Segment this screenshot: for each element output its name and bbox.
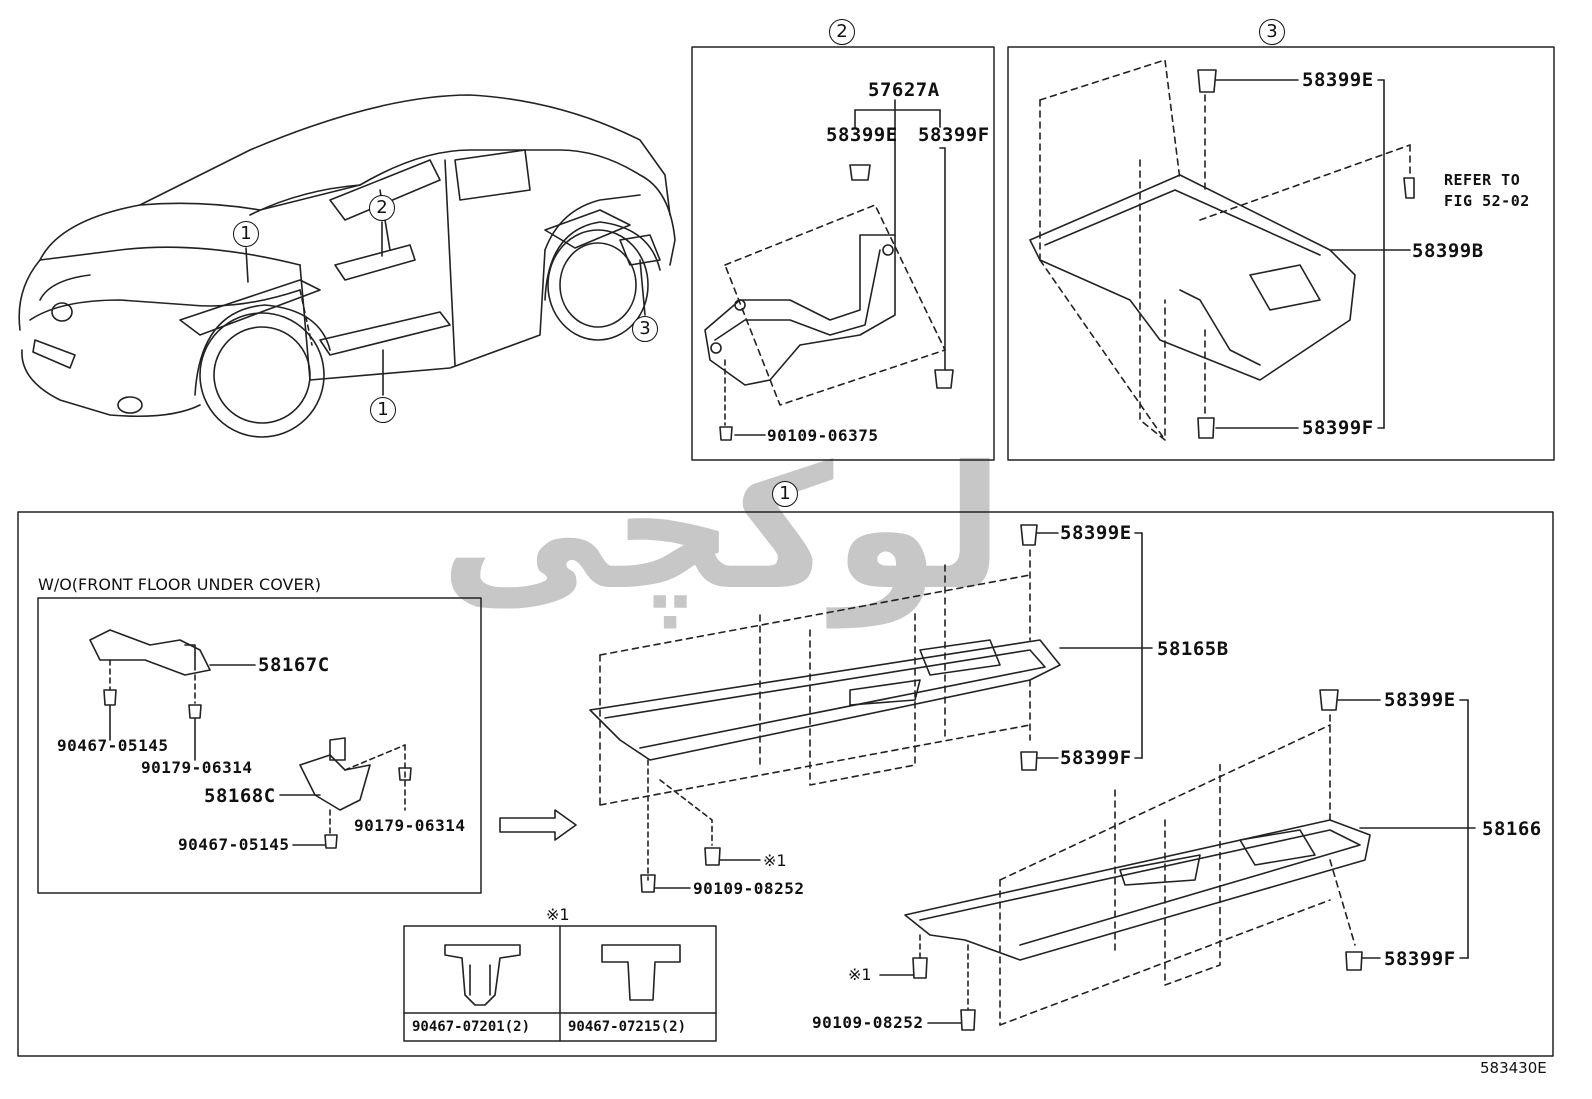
part-90179-06314-a: 90179-06314: [141, 758, 253, 777]
arrow: [499, 809, 577, 841]
wo-title: W/O(FRONT FLOOR UNDER COVER): [38, 575, 321, 594]
part-57627A: 57627A: [868, 79, 940, 101]
part-90109-06375: 90109-06375: [767, 426, 879, 445]
clip-art: [444, 944, 681, 1006]
part-90109-08252-lower: 90109-08252: [812, 1013, 924, 1032]
callout-section-3: 3: [1259, 19, 1285, 45]
section2-part-art: [704, 99, 954, 441]
callout-car-1-top: 1: [233, 221, 259, 247]
part-58399F-s3: 58399F: [1302, 417, 1374, 439]
note-part-1: 90467-07201(2): [412, 1019, 531, 1035]
part-90109-08252-upper: 90109-08252: [693, 879, 805, 898]
part-58165B: 58165B: [1157, 638, 1229, 660]
part-58399B: 58399B: [1412, 240, 1484, 262]
part-58399F-lower: 58399F: [1384, 948, 1456, 970]
part-90179-06314-b: 90179-06314: [354, 816, 466, 835]
lower-cover-art: [879, 689, 1476, 1031]
clip-mark-lower: ※1: [848, 965, 872, 984]
note-mark: ※1: [546, 905, 570, 924]
part-90467-05145-a: 90467-05145: [57, 736, 169, 755]
part-58399E-s3: 58399E: [1302, 69, 1374, 91]
diagram-id: 583430E: [1480, 1059, 1547, 1077]
part-58399F-upper: 58399F: [1060, 747, 1132, 769]
part-58399E-s2: 58399E: [826, 124, 898, 146]
refer-line-2: FIG 52-02: [1444, 192, 1530, 210]
part-58167C: 58167C: [258, 654, 330, 676]
callout-car-1-bottom: 1: [370, 397, 396, 423]
part-58399E-lower: 58399E: [1384, 689, 1456, 711]
note-part-2: 90467-07215(2): [568, 1019, 687, 1035]
watermark: لوکچی: [440, 430, 1004, 628]
upper-cover-art: [589, 524, 1153, 893]
wo-parts-art: [89, 629, 412, 849]
part-58399F-s2: 58399F: [918, 124, 990, 146]
clip-mark-upper: ※1: [763, 851, 787, 870]
callout-car-2: 2: [369, 195, 395, 221]
part-58399E-upper: 58399E: [1060, 522, 1132, 544]
callout-section-1: 1: [772, 481, 798, 507]
callout-car-3: 3: [632, 316, 658, 342]
refer-line-1: REFER TO: [1444, 171, 1521, 189]
callout-section-2: 2: [829, 19, 855, 45]
section3-part-art: [1029, 59, 1415, 441]
part-58168C: 58168C: [204, 785, 276, 807]
part-58166: 58166: [1482, 818, 1542, 840]
car-illustration: [18, 94, 676, 438]
part-90467-05145-b: 90467-05145: [178, 835, 290, 854]
